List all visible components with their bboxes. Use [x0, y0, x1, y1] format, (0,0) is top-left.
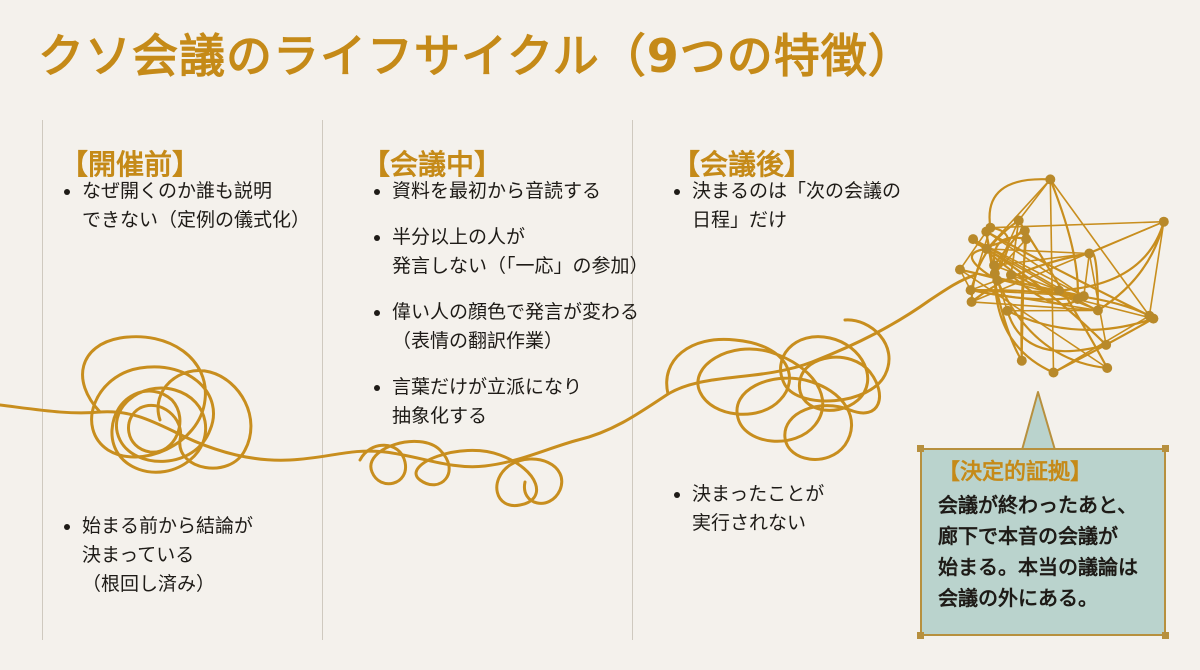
burst-node-dot	[1021, 234, 1032, 245]
heading-after: 【会議後】	[672, 148, 813, 181]
corner-marker	[1162, 445, 1169, 452]
burst-node-dot	[1048, 367, 1059, 378]
burst-link	[985, 230, 1085, 297]
burst-node-dot	[966, 296, 977, 307]
burst-node-dot	[1102, 363, 1113, 373]
thread-knot-during	[358, 439, 564, 507]
list-item: 始まる前から結論が 決まっている （根回し済み）	[60, 512, 320, 599]
burst-link	[1049, 179, 1055, 373]
column-divider-after	[632, 120, 633, 640]
burst-node-dot	[968, 234, 979, 245]
burst-link	[970, 289, 1099, 312]
list-item: 偉い人の顔色で発言が変わる （表情の翻訳作業）	[370, 298, 640, 356]
burst-node-dot	[1101, 339, 1112, 350]
thread-main-line	[0, 273, 977, 469]
list-after-bottom: 決まったことが 実行されない	[670, 480, 900, 555]
burst-link	[959, 231, 987, 271]
heading-before: 【開催前】	[60, 148, 201, 181]
evidence-heading: 【決定的証拠】	[938, 460, 1093, 485]
burst-node-dot	[1054, 285, 1065, 296]
list-item: なぜ開くのか誰も説明 できない（定例の儀式化）	[60, 177, 320, 235]
burst-node-dot	[1092, 305, 1103, 316]
list-item: 資料を最初から音読する	[370, 177, 640, 206]
burst-link	[1088, 253, 1107, 346]
burst-link	[1010, 274, 1099, 312]
burst-node-dot	[965, 285, 976, 296]
list-before-bottom: 始まる前から結論が 決まっている （根回し済み）	[60, 512, 320, 616]
burst-node-dot	[981, 243, 992, 254]
burst-scribble	[959, 178, 1165, 374]
corner-marker	[1162, 632, 1169, 639]
thread-knot-after	[665, 318, 891, 461]
burst-node-dot	[1148, 313, 1159, 324]
burst-node-dot	[1019, 225, 1030, 236]
burst-link	[1083, 253, 1091, 297]
burst-node-dot	[1045, 174, 1056, 185]
burst-nodes	[955, 174, 1169, 378]
burst-link	[990, 220, 1164, 229]
burst-node-dot	[989, 260, 1000, 271]
callout-pointer	[1021, 391, 1056, 451]
list-during: 資料を最初から音読する 半分以上の人が 発言しない（「一応」の参加） 偉い人の顔…	[370, 177, 649, 448]
burst-node-dot	[1016, 355, 1027, 366]
page-title: クソ会議のライフサイクル（9つの特徴）	[38, 29, 915, 83]
burst-link	[994, 252, 1090, 267]
burst-link	[1021, 230, 1026, 361]
list-item: 言葉だけが立派になり 抽象化する	[370, 373, 640, 431]
burst-link	[986, 178, 1051, 250]
burst-link	[971, 301, 1098, 312]
burst-link	[971, 220, 1165, 303]
evidence-body: 会議が終わったあと、 廊下で本音の会議が 始まる。本当の議論は 会議の外にある。	[938, 493, 1138, 610]
burst-node-dot	[1158, 216, 1169, 227]
list-item: 決まるのは「次の会議の 日程」だけ	[670, 177, 930, 235]
burst-node-dot	[985, 222, 996, 233]
burst-link	[1049, 178, 1151, 317]
burst-node-dot	[1002, 305, 1013, 316]
list-item: 決まったことが 実行されない	[670, 480, 900, 538]
list-item: 半分以上の人が 発言しない（「一応」の参加）	[370, 223, 649, 281]
thread-knot-before	[81, 335, 253, 474]
burst-node-dot	[1084, 248, 1095, 259]
burst-link	[1010, 220, 1020, 276]
burst-link	[986, 248, 1090, 255]
burst-node-dot	[1006, 269, 1016, 280]
list-before: なぜ開くのか誰も説明 できない（定例の儀式化）	[60, 177, 320, 252]
list-after: 決まるのは「次の会議の 日程」だけ	[670, 177, 930, 252]
corner-marker	[917, 632, 924, 639]
burst-node-dot	[1013, 215, 1024, 226]
burst-link	[959, 268, 1108, 369]
burst-link	[970, 289, 1084, 297]
column-divider-before	[42, 120, 43, 640]
burst-node-dot	[989, 268, 1000, 279]
burst-node-dot	[955, 264, 965, 275]
burst-link	[993, 264, 1060, 292]
column-divider-during	[322, 120, 323, 640]
heading-during: 【会議中】	[362, 148, 503, 181]
burst-node-dot	[1072, 294, 1083, 304]
burst-link	[986, 248, 1060, 292]
burst-link	[1148, 221, 1165, 316]
corner-marker	[917, 445, 924, 452]
evidence-callout-box: 【決定的証拠】 会議が終わったあと、 廊下で本音の会議が 始まる。本当の議論は …	[917, 445, 1169, 639]
